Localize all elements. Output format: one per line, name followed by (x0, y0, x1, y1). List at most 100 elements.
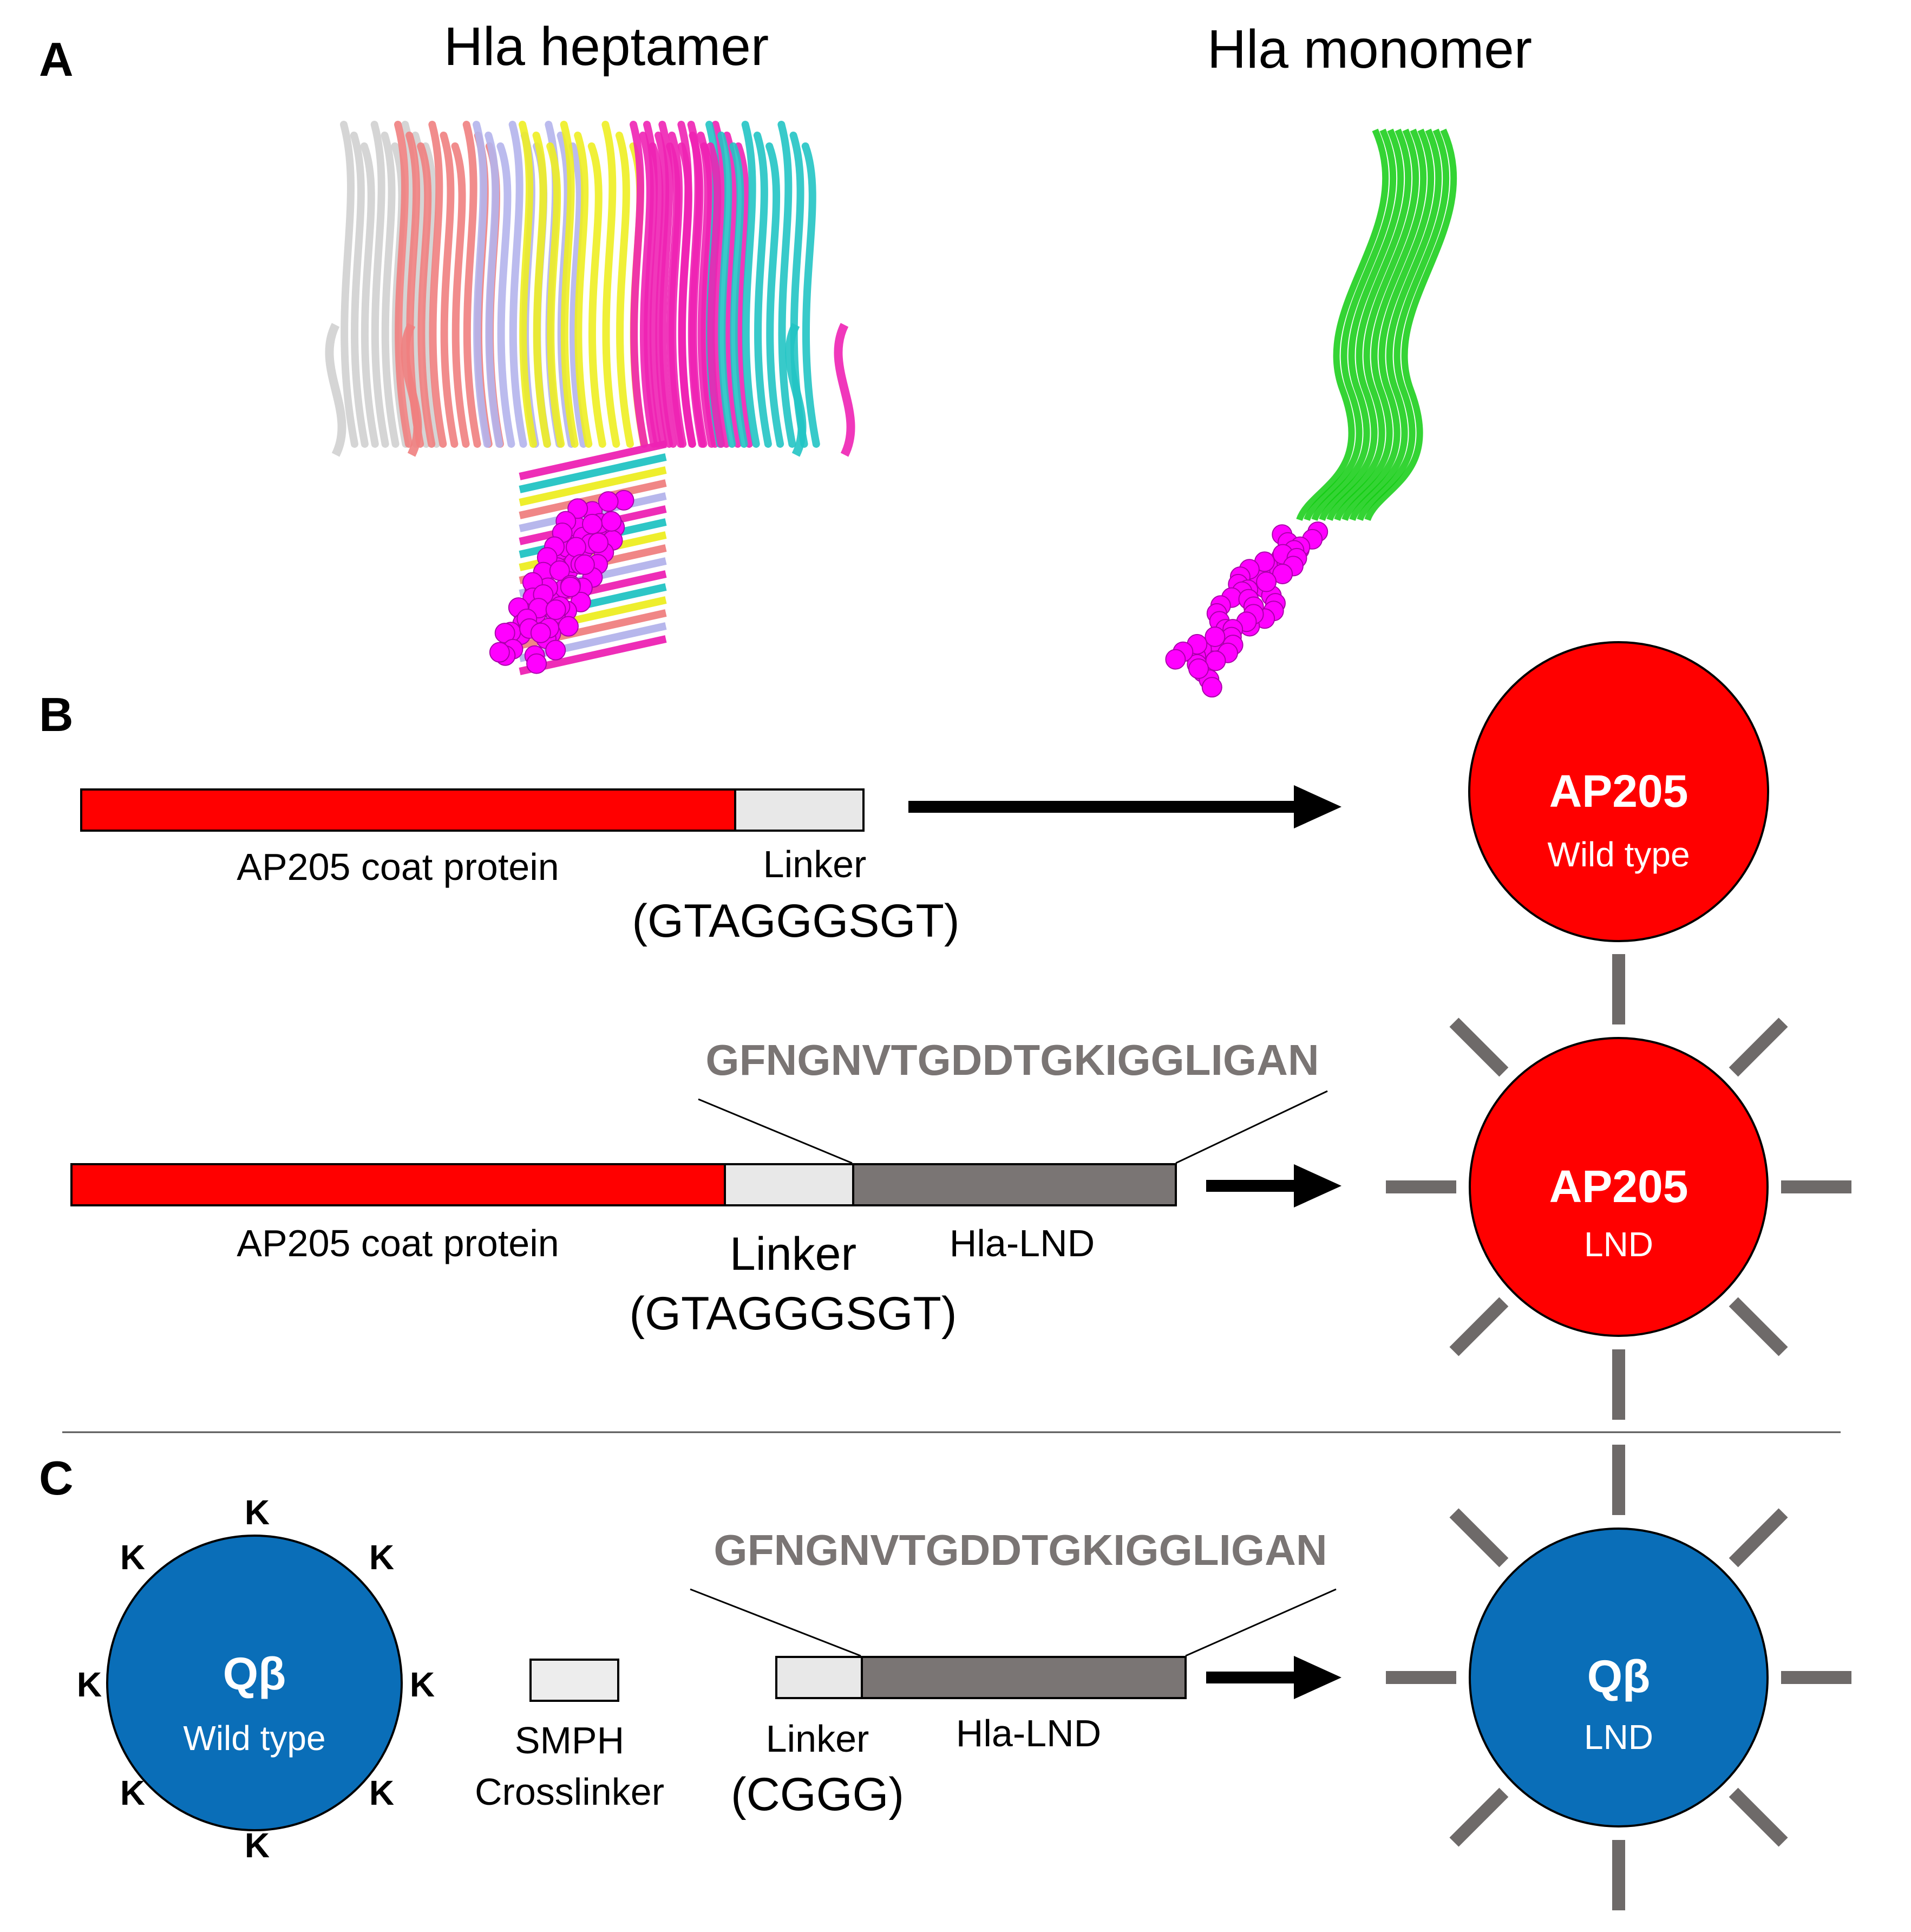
qbeta-wild-type-particle (106, 1535, 403, 1831)
crosslinker-label: Crosslinker (475, 1771, 664, 1813)
heptamer-loop (325, 323, 346, 457)
heptamer-strand (734, 142, 753, 448)
ap205-lnd-spikes (1386, 954, 1851, 1420)
ap205-wt-title: AP205 (1549, 766, 1689, 817)
heptamer-strand (655, 132, 673, 448)
smph-label: SMPH (515, 1719, 624, 1761)
heptamer-strand (753, 132, 772, 448)
linker-bar-1 (734, 788, 865, 832)
heptamer-strand (360, 142, 379, 448)
heptamer-strand (462, 121, 481, 448)
heptamer-strand (729, 142, 748, 448)
qbeta-lnd-particle (1469, 1528, 1769, 1827)
monomer-strand (1364, 128, 1457, 521)
arrow-2 (1206, 1164, 1341, 1208)
monomer-strand (1296, 128, 1389, 521)
lysine-label: K (369, 1538, 394, 1577)
ap205-wild-type-particle (1468, 641, 1769, 942)
monomer-strand (1311, 128, 1404, 521)
lnd-spike (1729, 1508, 1788, 1568)
heptamer-strand (508, 121, 527, 448)
linker-bar-2 (724, 1163, 854, 1206)
monomer-strand (1319, 128, 1412, 521)
linker-seq-2: (GTAGGGSGT) (629, 1288, 957, 1340)
qbeta-lnd-spikes (1386, 1445, 1851, 1910)
linker-label-c: Linker (766, 1718, 869, 1760)
lnd-sphere (558, 616, 579, 637)
heptamer-strand (546, 142, 565, 448)
heptamer-strand (658, 121, 677, 448)
peptide-callout-right-c (1185, 1588, 1337, 1657)
lnd-sphere (566, 537, 587, 558)
linker-bar-c (775, 1656, 863, 1699)
lnd-sphere (598, 491, 619, 512)
hla-lnd-bar-b (852, 1163, 1177, 1206)
heptamer-strand (394, 121, 413, 448)
peptide-sequence-b: GFNGNVTGDDTGKIGGLIGAN (705, 1036, 1319, 1084)
heptamer-strand (473, 121, 491, 448)
ap205-lnd-title: AP205 (1549, 1161, 1689, 1212)
qbeta-wt-subtitle: Wild type (183, 1719, 325, 1758)
heptamer-strand (451, 142, 470, 448)
qbeta-lnd-subtitle: LND (1584, 1718, 1653, 1757)
ap205-coat-bar-2 (70, 1163, 726, 1206)
arrow-3 (1206, 1656, 1341, 1699)
heptamer-strand (422, 142, 441, 448)
lnd-spike (1729, 1297, 1788, 1356)
heptamer-strand (485, 132, 503, 448)
qbeta-lnd-title: Qβ (1587, 1651, 1651, 1702)
lnd-sphere (1165, 649, 1186, 670)
lysine-label: K (245, 1493, 270, 1532)
monomer-strand (1326, 128, 1419, 521)
heptamer-strand (496, 142, 515, 448)
heptamer-strand (411, 132, 430, 448)
heptamer-strand (587, 142, 606, 448)
peptide-callout-left-b (698, 1098, 853, 1164)
heptamer-strand (340, 121, 358, 448)
heptamer-strand (532, 132, 551, 448)
peptide-callout-right-b (1175, 1090, 1328, 1164)
lysine-label: K (77, 1665, 102, 1704)
heptamer-strand (568, 142, 587, 448)
heptamer-title: Hla heptamer (444, 16, 769, 77)
lnd-sphere (545, 599, 566, 621)
heptamer-strand (677, 142, 696, 448)
heptamer-strand (649, 142, 667, 448)
lnd-sphere (1201, 677, 1222, 698)
panel-label-a: A (39, 32, 74, 86)
panel-label-c: C (39, 1451, 74, 1505)
heptamer-loop (785, 323, 807, 457)
lnd-spike (1449, 1787, 1509, 1847)
lnd-spike (1449, 1297, 1509, 1356)
heptamer-strand (801, 142, 820, 448)
heptamer-strand (560, 121, 579, 448)
heptamer-strand (574, 132, 593, 448)
heptamer-strand (630, 121, 648, 448)
heptamer-strand (381, 132, 400, 448)
monomer-strand (1341, 128, 1435, 521)
heptamer-strand (777, 121, 796, 448)
lnd-sphere (530, 622, 551, 643)
heptamer-strand (717, 132, 736, 448)
lnd-sphere (1205, 650, 1226, 671)
heptamer-strand (350, 132, 369, 448)
lnd-sphere (1256, 571, 1277, 592)
ap205-wt-subtitle: Wild type (1547, 835, 1690, 874)
heptamer-strand (370, 121, 389, 448)
lnd-sphere (582, 513, 603, 534)
lysine-label: K (369, 1773, 394, 1812)
monomer-structure (1165, 128, 1457, 698)
lnd-label-b: Hla-LND (950, 1222, 1095, 1264)
heptamer-strand (741, 121, 760, 448)
heptamer-loop (834, 323, 855, 457)
heptamer-strand (428, 121, 447, 448)
heptamer-strand (723, 132, 742, 448)
lysine-labels: K K K K K K K K (77, 1493, 435, 1865)
lysine-label: K (245, 1826, 270, 1865)
ap205-lnd-subtitle: LND (1584, 1225, 1653, 1264)
lnd-sphere (601, 511, 622, 532)
heptamer-barrel-strand (519, 453, 667, 493)
heptamer-strand (615, 132, 634, 448)
lysine-label: K (120, 1773, 145, 1812)
lnd-sphere (489, 642, 510, 663)
